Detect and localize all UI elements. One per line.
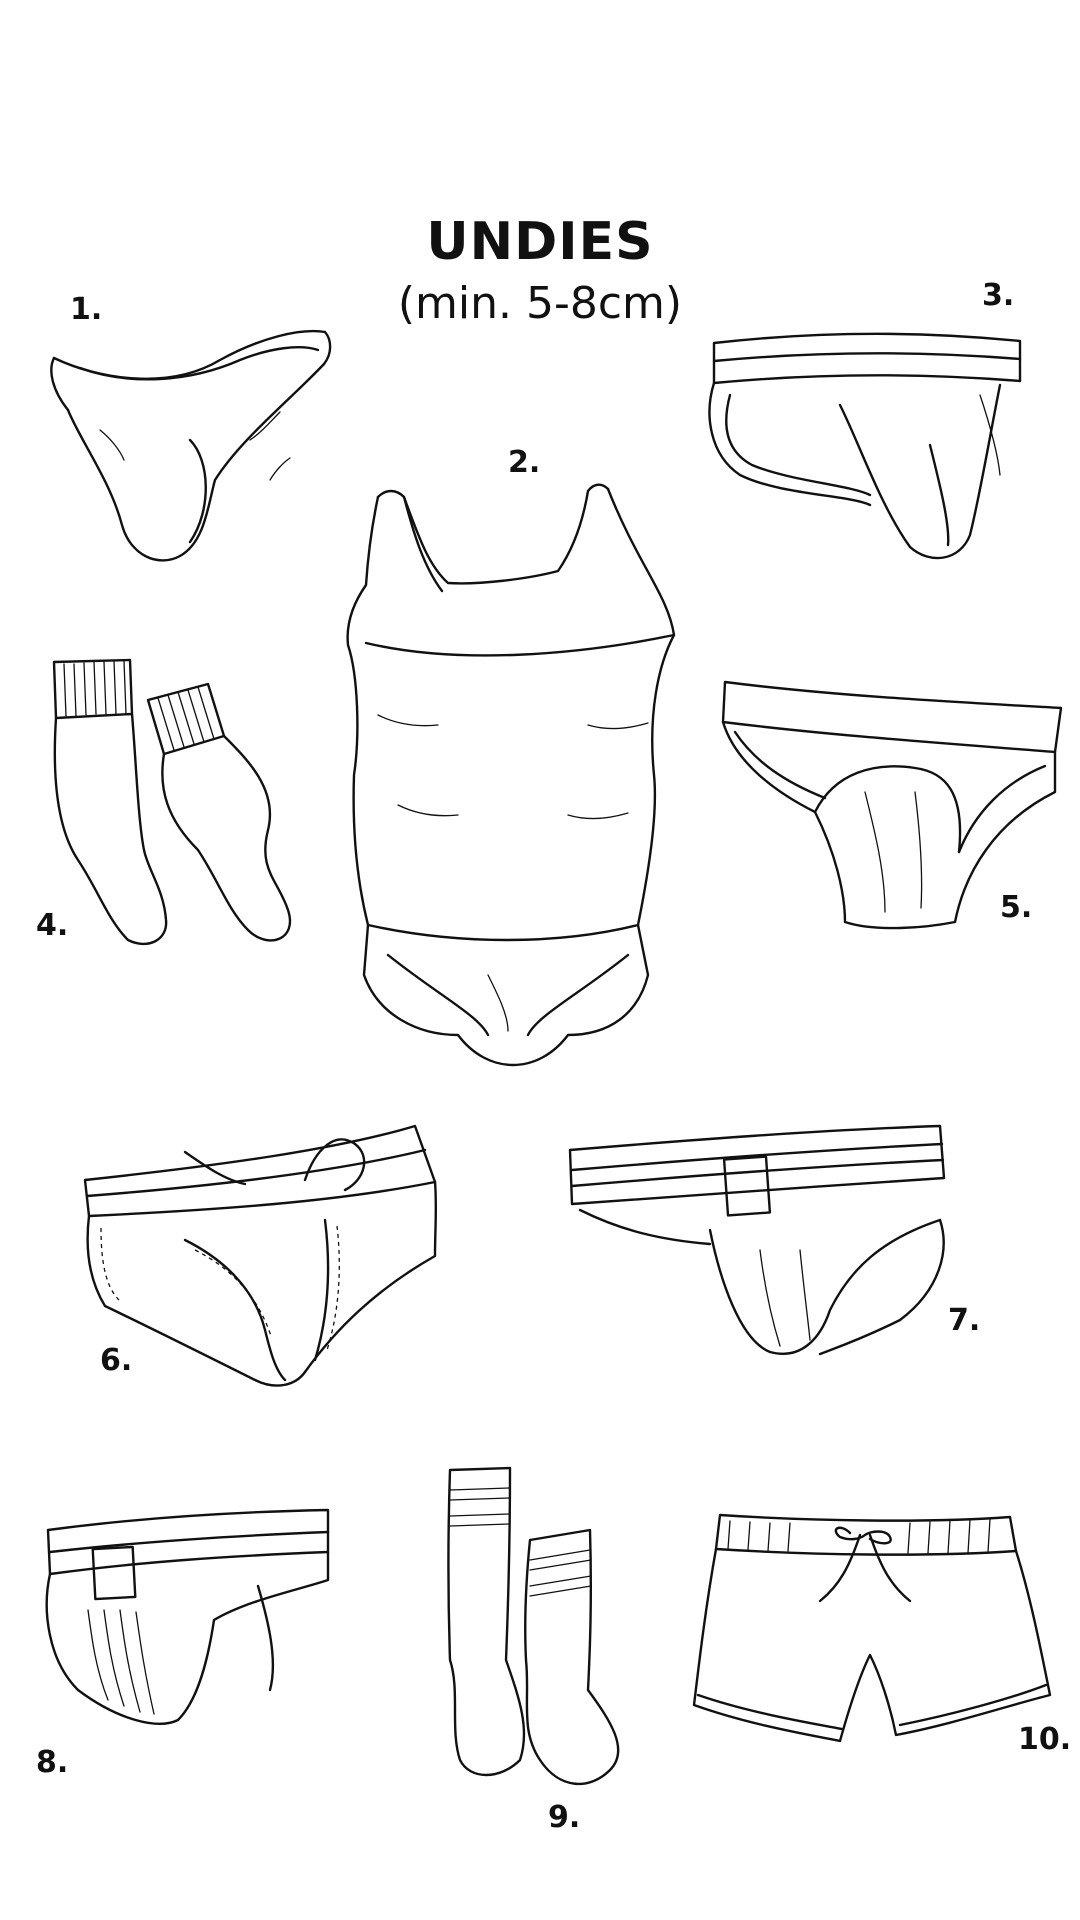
item-number-9: 9. (548, 1800, 581, 1835)
jockstrap-with-tag-icon (568, 1124, 946, 1356)
swim-briefs-icon (83, 1124, 438, 1387)
item-number-1: 1. (70, 292, 103, 327)
jock-with-tag-icon (45, 1508, 330, 1725)
brief-pouch-icon (50, 329, 332, 562)
item-number-8: 8. (36, 1745, 69, 1780)
striped-socks-icon (447, 1466, 620, 1785)
page-subtitle: (min. 5-8cm) (397, 278, 683, 329)
item-number-10: 10. (1018, 1722, 1072, 1757)
item-number-6: 6. (100, 1343, 133, 1378)
item-number-5: 5. (1000, 890, 1033, 925)
item-number-3: 3. (982, 278, 1015, 313)
item-number-4: 4. (36, 908, 69, 943)
briefs-icon (721, 680, 1063, 930)
socks-icon (52, 658, 292, 946)
tank-top-and-brief-icon (346, 483, 676, 1067)
page-title: UNDIES (426, 212, 654, 272)
running-shorts-icon (692, 1513, 1052, 1743)
jockstrap-icon (708, 332, 1022, 560)
item-number-7: 7. (948, 1303, 981, 1338)
item-number-2: 2. (508, 445, 541, 480)
